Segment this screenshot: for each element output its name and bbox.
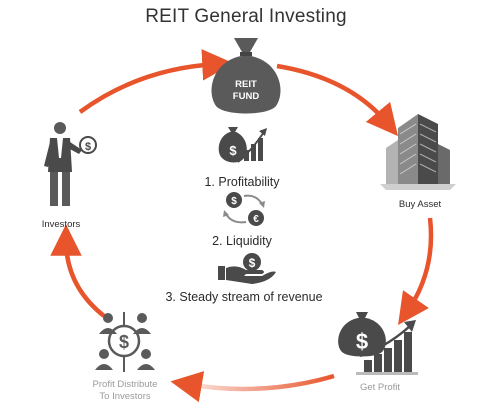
profit-growth-chart-icon: $ xyxy=(338,312,418,375)
svg-text:$: $ xyxy=(119,332,129,352)
node-label-buy-asset: Buy Asset xyxy=(398,199,442,210)
diagram-title: REIT General Investing xyxy=(145,6,347,27)
benefit-liquidity: 2. Liquidity xyxy=(212,234,272,248)
arrow-distribute-to-investors xyxy=(50,224,106,318)
svg-text:€: € xyxy=(253,214,259,225)
svg-text:$: $ xyxy=(249,256,256,270)
exchange-coins-icon: $ € xyxy=(223,192,265,226)
svg-text:$: $ xyxy=(85,141,91,153)
fund-label-line1: REIT xyxy=(235,79,257,90)
reit-fund-bag-icon xyxy=(211,38,281,114)
arrow-fund-to-buy-asset xyxy=(276,63,399,137)
dollar-coin-icon: $ xyxy=(79,136,97,154)
arrow-investors-to-fund xyxy=(78,49,234,114)
hand-coin-icon: $ xyxy=(218,253,276,284)
benefit-steady-revenue: 3. Steady stream of revenue xyxy=(165,290,323,304)
node-label-profit-distribute-line1: Profit Distribute xyxy=(92,379,158,390)
fund-label-line2: FUND xyxy=(232,91,260,102)
node-label-profit-distribute-line2: To Investors xyxy=(99,391,151,402)
svg-text:$: $ xyxy=(356,329,368,354)
benefit-profitability: 1. Profitability xyxy=(204,175,280,189)
arrow-get-profit-to-distribute xyxy=(170,371,335,403)
people-network-coin-icon: $ xyxy=(95,312,155,372)
svg-text:$: $ xyxy=(231,196,237,207)
svg-text:$: $ xyxy=(229,143,237,158)
building-icon xyxy=(380,114,456,190)
node-label-investors: Investors xyxy=(41,219,81,230)
businessman-icon xyxy=(44,122,82,206)
node-label-get-profit: Get Profit xyxy=(359,382,401,393)
money-bag-growth-chart-icon: $ xyxy=(218,127,267,163)
arrow-buy-asset-to-get-profit xyxy=(398,217,434,325)
